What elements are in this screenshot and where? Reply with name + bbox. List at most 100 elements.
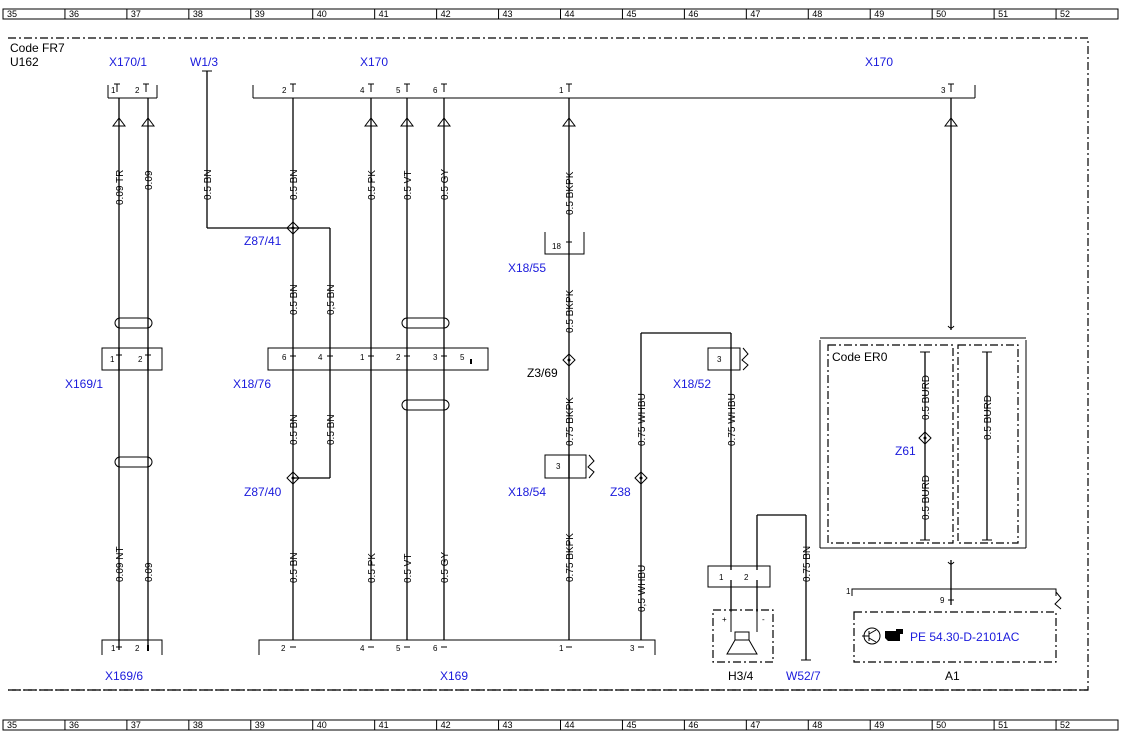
pointing-hand-icon: [885, 629, 903, 641]
svg-text:2: 2: [282, 86, 287, 95]
svg-text:0.5 BKPK: 0.5 BKPK: [565, 171, 576, 215]
svg-text:3: 3: [717, 355, 722, 364]
connector-x18-52-label: X18/52: [673, 377, 711, 391]
ruler-column-number: 51: [998, 720, 1008, 730]
splice-z38-label: Z38: [610, 485, 631, 499]
svg-text:1: 1: [719, 573, 724, 582]
ruler-column-number: 47: [750, 720, 760, 730]
connector-x18-54-label: X18/54: [508, 485, 546, 499]
svg-text:1: 1: [111, 86, 116, 95]
ruler-column-number: 35: [7, 720, 17, 730]
component-a1-label: A1: [945, 669, 960, 683]
svg-text:0,5 WHBU: 0,5 WHBU: [637, 565, 648, 612]
svg-text:1: 1: [559, 86, 564, 95]
connector-x169-6-label: X169/6: [105, 669, 143, 683]
connector-x170-label-a: X170: [360, 55, 388, 69]
wire-labels: 0.09 TR 0.09 0.5 BN 0.5 BN 0.5 BN 0,5 BN…: [115, 169, 813, 612]
ruler-column-number: 50: [936, 9, 946, 19]
ruler-column-number: 39: [255, 720, 265, 730]
svg-text:4: 4: [318, 353, 323, 362]
ruler-column-number: 52: [1060, 720, 1070, 730]
connector-x170: 2 4 5 6 1 3: [252, 83, 976, 99]
ruler-column-number: 43: [503, 720, 513, 730]
connector-x170-1: 1 2: [107, 83, 158, 99]
connector-x170-label-b: X170: [865, 55, 893, 69]
svg-text:3: 3: [433, 353, 438, 362]
splice-z3-69-label: Z3/69: [527, 366, 558, 380]
ruler-column-number: 45: [626, 720, 636, 730]
svg-text:0.5 BN: 0.5 BN: [203, 169, 214, 200]
ruler-column-number: 41: [379, 720, 389, 730]
pe-reference-link[interactable]: PE 54.30-D-2101AC: [910, 630, 1020, 644]
svg-text:2: 2: [281, 644, 286, 653]
er0-box: [819, 325, 1027, 565]
svg-text:1: 1: [559, 644, 564, 653]
wire-label-burd-3: 0.5 BURD: [983, 395, 994, 440]
ruler-column-number: 51: [998, 9, 1008, 19]
svg-text:0.75 BKPK: 0.75 BKPK: [565, 533, 576, 582]
svg-text:5: 5: [396, 86, 401, 95]
wire-label-burd-1: 0.5 BURD: [921, 375, 932, 420]
ruler-column-number: 37: [131, 720, 141, 730]
ruler-column-number: 46: [688, 9, 698, 19]
ruler-column-number: 39: [255, 9, 265, 19]
speaker-h3-4-label: H3/4: [728, 669, 754, 683]
svg-text:0.5 VT: 0.5 VT: [403, 554, 414, 583]
er0-code-label: Code ER0: [832, 350, 888, 364]
svg-text:0.75 BN: 0.75 BN: [802, 546, 813, 582]
connector-x18-55-label: X18/55: [508, 261, 546, 275]
svg-text:3: 3: [941, 86, 946, 95]
connector-x170-1-label: X170/1: [109, 55, 147, 69]
svg-text:6: 6: [433, 86, 438, 95]
svg-text:0.75 WHBU: 0.75 WHBU: [637, 393, 648, 446]
svg-text:0.5 BN: 0.5 BN: [289, 169, 300, 200]
svg-text:1: 1: [360, 353, 365, 362]
ground-w1-3: [202, 70, 330, 229]
svg-text:2: 2: [396, 353, 401, 362]
svg-text:0.5 BKPK: 0.5 BKPK: [565, 289, 576, 333]
svg-text:0.75 WHBU: 0.75 WHBU: [727, 393, 738, 446]
direction-arrows: [112, 117, 958, 127]
splice-z87-40-label: Z87/40: [244, 485, 282, 499]
speaker-icon: + -: [712, 609, 774, 663]
svg-text:0.75 BKPK: 0.75 BKPK: [565, 397, 576, 446]
connector-x169-6: 1 2: [101, 639, 163, 655]
connector-x169: 2 4 5 6 1 3: [258, 639, 656, 655]
connector-x169-1: 1 2: [101, 347, 163, 371]
connector-x18-54: 3: [544, 454, 595, 479]
ruler-column-number: 35: [7, 9, 17, 19]
svg-text:0.09 TR: 0.09 TR: [115, 170, 126, 205]
ruler-column-number: 38: [193, 9, 203, 19]
wire-label-burd-2: 0.5 BURD: [921, 475, 932, 520]
svg-text:9: 9: [940, 596, 945, 605]
module-frame: [8, 37, 1089, 691]
svg-text:2: 2: [135, 86, 140, 95]
svg-text:0.5 VT: 0.5 VT: [403, 171, 414, 200]
svg-text:4: 4: [360, 86, 365, 95]
ruler-column-number: 37: [131, 9, 141, 19]
splice-z61-label: Z61: [895, 444, 916, 458]
svg-text:0,5 BN: 0,5 BN: [326, 284, 337, 315]
svg-text:0.09 NT: 0.09 NT: [115, 546, 126, 582]
svg-text:5: 5: [396, 644, 401, 653]
cable-bundles: [114, 317, 450, 468]
connector-x18-76: 6 4 1 2 3 5: [267, 347, 489, 371]
connector-x18-76-label: X18/76: [233, 377, 271, 391]
svg-text:1: 1: [111, 644, 116, 653]
svg-text:2: 2: [744, 573, 749, 582]
svg-text:0.09: 0.09: [144, 170, 155, 190]
svg-text:-: -: [762, 615, 765, 624]
component-a1: 1 9: [846, 587, 1062, 663]
ruler-column-number: 38: [193, 720, 203, 730]
connector-x169-1-label: X169/1: [65, 377, 103, 391]
ruler-column-number: 48: [812, 9, 822, 19]
svg-text:6: 6: [282, 353, 287, 362]
svg-text:1: 1: [110, 355, 115, 364]
connector-x18-52: 3: [707, 347, 749, 371]
splice-z87-41-label: Z87/41: [244, 234, 282, 248]
ruler-column-number: 48: [812, 720, 822, 730]
svg-text:0.5 GY: 0.5 GY: [440, 552, 451, 583]
